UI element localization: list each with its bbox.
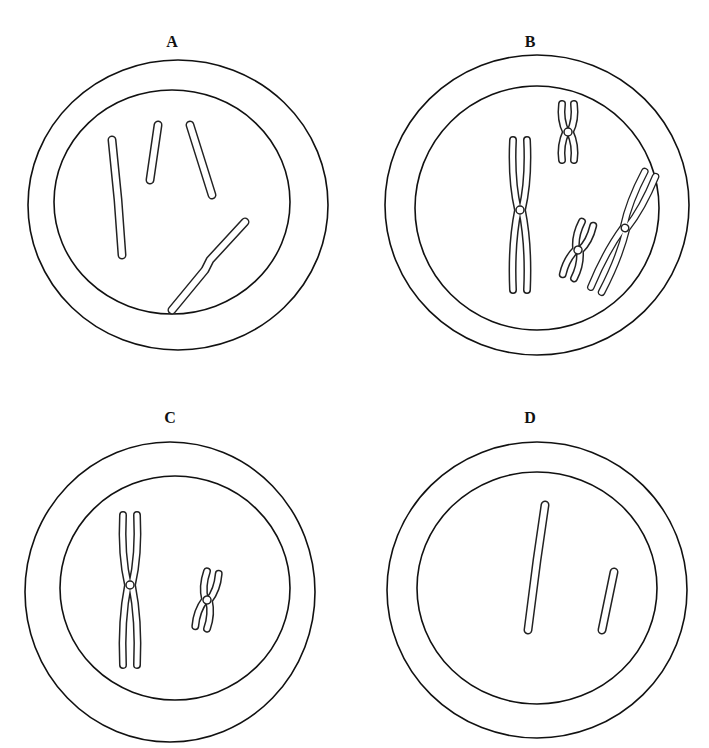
chromosome-fill [591,171,656,292]
nucleus [60,476,290,700]
chromosome-fill [150,125,158,180]
cell-letter: C [164,410,176,426]
chromosome-fill [195,571,219,628]
centromere [516,206,524,214]
chromosome [528,505,545,630]
chromosome [190,125,212,195]
chromosome [150,125,158,180]
chromosome-fill [123,515,138,665]
centromere [564,128,572,136]
cell-membrane [25,442,315,742]
cell-membrane [385,55,689,355]
centromere [202,595,211,604]
nucleus [417,472,657,704]
cell-letter: A [166,34,178,50]
cell-letter: B [525,34,536,50]
duplicated-chromosome [195,571,219,628]
duplicated-chromosome [513,140,528,290]
chromosome-fill [172,222,245,310]
chromosome-fill [513,140,528,290]
cell-membrane [387,442,687,738]
centromere [620,223,630,233]
centromere [573,245,583,255]
chromosome-fill [562,221,593,278]
duplicated-chromosome [123,515,138,665]
duplicated-chromosome [562,221,593,278]
nucleus [54,90,290,314]
chromosome [112,140,122,255]
cell-membrane [28,60,328,350]
chromosome-fill [562,104,575,160]
chromosome [172,222,245,310]
chromosome-fill [602,572,614,630]
chromosome-fill [112,140,122,255]
nucleus [415,86,659,330]
chromosome-fill [528,505,545,630]
cell-letter: D [524,410,536,426]
chromosome-fill [190,125,212,195]
duplicated-chromosome [562,104,575,160]
duplicated-chromosome [591,171,656,292]
centromere [126,581,134,589]
chromosome [602,572,614,630]
